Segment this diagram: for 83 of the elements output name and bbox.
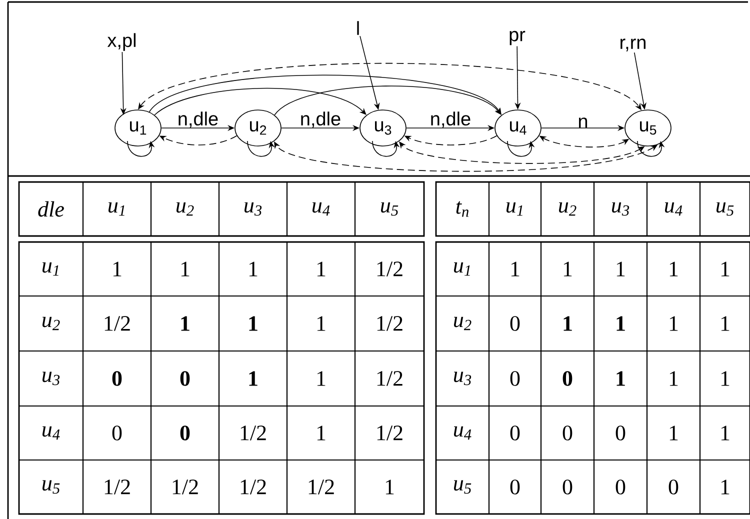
table-cell: 0 [510, 371, 520, 386]
table-cell: 1/2 [377, 316, 402, 331]
header-cell: u$_{1}$ [506, 202, 522, 216]
table-cell: 0 [510, 316, 520, 331]
table-cell: 1/2 [240, 480, 266, 494]
header-cell: u$_{3}$ [454, 372, 472, 386]
table-cell: 1 [249, 316, 258, 331]
header-cell: u$_{5}$ [42, 480, 60, 494]
table-cell: 0 [562, 371, 572, 386]
table-cell: 1 [181, 262, 190, 276]
table-cell: 1/2 [377, 426, 402, 440]
table-cell: 0 [510, 426, 520, 440]
header-cell: u$_{3}$ [42, 372, 60, 386]
table-cell: 1/2 [104, 316, 130, 331]
table-cell: 0 [668, 480, 678, 494]
table-cell: 1 [670, 316, 678, 331]
table-cell: 1 [113, 262, 122, 276]
state-label: x,pl [107, 33, 136, 51]
header-cell: u$_{5}$ [381, 202, 398, 216]
edge-label: n [578, 118, 588, 128]
table-cell: 1/2 [377, 262, 402, 276]
table-cell: 1 [670, 262, 678, 276]
header-cell: u$_{5}$ [454, 480, 472, 494]
table-cell: 0 [180, 371, 190, 386]
table-cell: 1 [181, 316, 190, 331]
table-cell: 0 [562, 480, 572, 494]
table-cell: 1 [670, 426, 678, 440]
table-cell: 1 [317, 371, 326, 386]
header-cell: u$_{2}$ [454, 316, 472, 330]
edge-label: n,dle [301, 112, 340, 128]
table-cell: 0 [180, 426, 190, 440]
state-label: l [357, 21, 359, 35]
table-cell: 0 [616, 480, 626, 494]
table-cell: 1/2 [308, 480, 334, 494]
table-cell: 1 [249, 371, 258, 386]
arrow [274, 86, 502, 116]
table-cell: 0 [510, 480, 520, 494]
table-cell: 1 [317, 426, 326, 440]
table-cell: 1 [317, 262, 326, 276]
arrow [154, 88, 366, 116]
header-cell: u$_{5}$ [716, 202, 734, 216]
header-cell: u$_{1}$ [454, 262, 470, 276]
table-cell: 1/2 [172, 480, 198, 494]
edge-label: n,dle [178, 112, 218, 128]
table-cell: 0 [616, 426, 626, 440]
header-cell: u$_{3}$ [612, 202, 630, 216]
table-cell: 1 [670, 371, 678, 386]
header-cell: u$_{2}$ [42, 316, 60, 330]
table-cell: 1 [249, 262, 258, 276]
state-label: r,rn [620, 38, 646, 52]
table-cell: 1 [317, 316, 326, 331]
table-cell: 1 [616, 262, 625, 276]
table-cell: 1 [564, 316, 572, 331]
table-cell: 1/2 [377, 371, 402, 386]
header-cell: u$_{4}$ [665, 202, 682, 216]
table-cell: 1 [616, 316, 625, 331]
table-cell: 1 [386, 480, 394, 494]
table-cell: 1 [721, 316, 730, 331]
header-cell: u$_{4}$ [42, 426, 60, 440]
table-cell: 1 [616, 371, 625, 386]
state-label: pr [510, 30, 526, 46]
table-cell: 0 [562, 426, 572, 440]
header-cell: u$_{3}$ [244, 202, 262, 216]
edge-label: n,dle [431, 112, 470, 128]
header-cell: u$_{4}$ [312, 202, 330, 216]
table-cell: 1 [721, 480, 730, 494]
header-cell: u$_{4}$ [454, 426, 472, 440]
table-cell: 1/2 [104, 480, 130, 494]
table-cell: 0 [112, 426, 122, 440]
header-cell: u$_{1}$ [108, 202, 124, 216]
arrow [148, 74, 502, 115]
header-cell: u$_{2}$ [559, 202, 576, 216]
header-cell: t$_{n}$ [456, 201, 469, 217]
table-cell: 1 [721, 426, 730, 440]
table-cell: 0 [112, 371, 122, 386]
table-cell: 1 [721, 371, 730, 386]
table-cell: 1 [511, 262, 520, 276]
table-cell: 1 [721, 262, 730, 276]
header-cell: u$_{2}$ [176, 202, 194, 216]
header-cell: dle [38, 201, 64, 217]
table-cell: 1 [564, 262, 572, 276]
header-cell: u$_{1}$ [42, 262, 58, 276]
table-cell: 1/2 [240, 426, 266, 440]
